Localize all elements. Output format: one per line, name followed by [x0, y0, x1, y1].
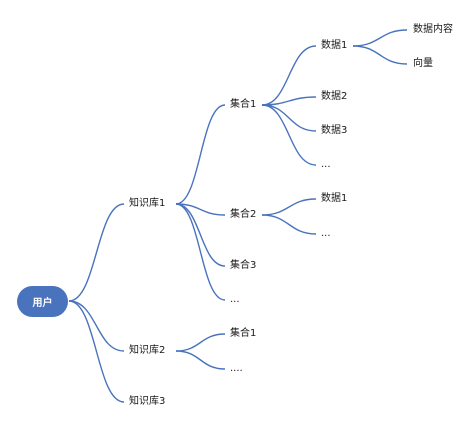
root-node-label: 用户: [32, 298, 53, 309]
node-kb2[interactable]: 知识库2: [129, 345, 166, 356]
node-kb1-set2-data1[interactable]: 数据1: [321, 193, 348, 204]
node-kb1-more[interactable]: ...: [230, 294, 240, 305]
edge-root-kb3: [68, 300, 125, 403]
node-kb2-more[interactable]: ....: [230, 363, 243, 374]
edge-root-kb1: [68, 203, 125, 302]
edge-set1-data3: [261, 104, 317, 132]
node-data-content[interactable]: 数据内容: [413, 24, 453, 35]
node-kb3[interactable]: 知识库3: [129, 396, 166, 407]
node-kb1[interactable]: 知识库1: [129, 198, 166, 209]
node-kb1-set2[interactable]: 集合2: [230, 209, 257, 220]
edge-root-kb2: [68, 300, 125, 352]
edge-kb2-set1: [175, 333, 226, 352]
node-kb1-set2-more[interactable]: ...: [321, 228, 331, 239]
node-kb1-set1-data2[interactable]: 数据2: [321, 91, 348, 102]
edge-data1-content: [352, 29, 408, 47]
edge-set2-data1: [261, 198, 317, 216]
node-kb1-set1[interactable]: 集合1: [230, 99, 257, 110]
root-node-user[interactable]: 用户: [17, 286, 68, 317]
edge-kb2-more: [175, 350, 226, 370]
node-kb1-set1-more[interactable]: ...: [321, 159, 331, 170]
node-kb1-set3[interactable]: 集合3: [230, 260, 257, 271]
edge-kb1-set2: [175, 203, 226, 216]
edge-kb1-set1: [175, 104, 226, 205]
edge-kb1-set3: [175, 203, 226, 267]
edge-data1-vector: [352, 45, 408, 65]
node-kb2-set1[interactable]: 集合1: [230, 328, 257, 339]
edge-set1-data2: [261, 96, 317, 106]
node-kb1-set1-data3[interactable]: 数据3: [321, 125, 348, 136]
node-kb1-set1-data1[interactable]: 数据1: [321, 40, 348, 51]
node-vector[interactable]: 向量: [413, 58, 433, 69]
edge-set1-data1: [261, 45, 317, 106]
edge-set2-more: [261, 214, 317, 235]
edge-set1-more: [261, 104, 317, 166]
edge-kb1-more: [175, 203, 226, 301]
